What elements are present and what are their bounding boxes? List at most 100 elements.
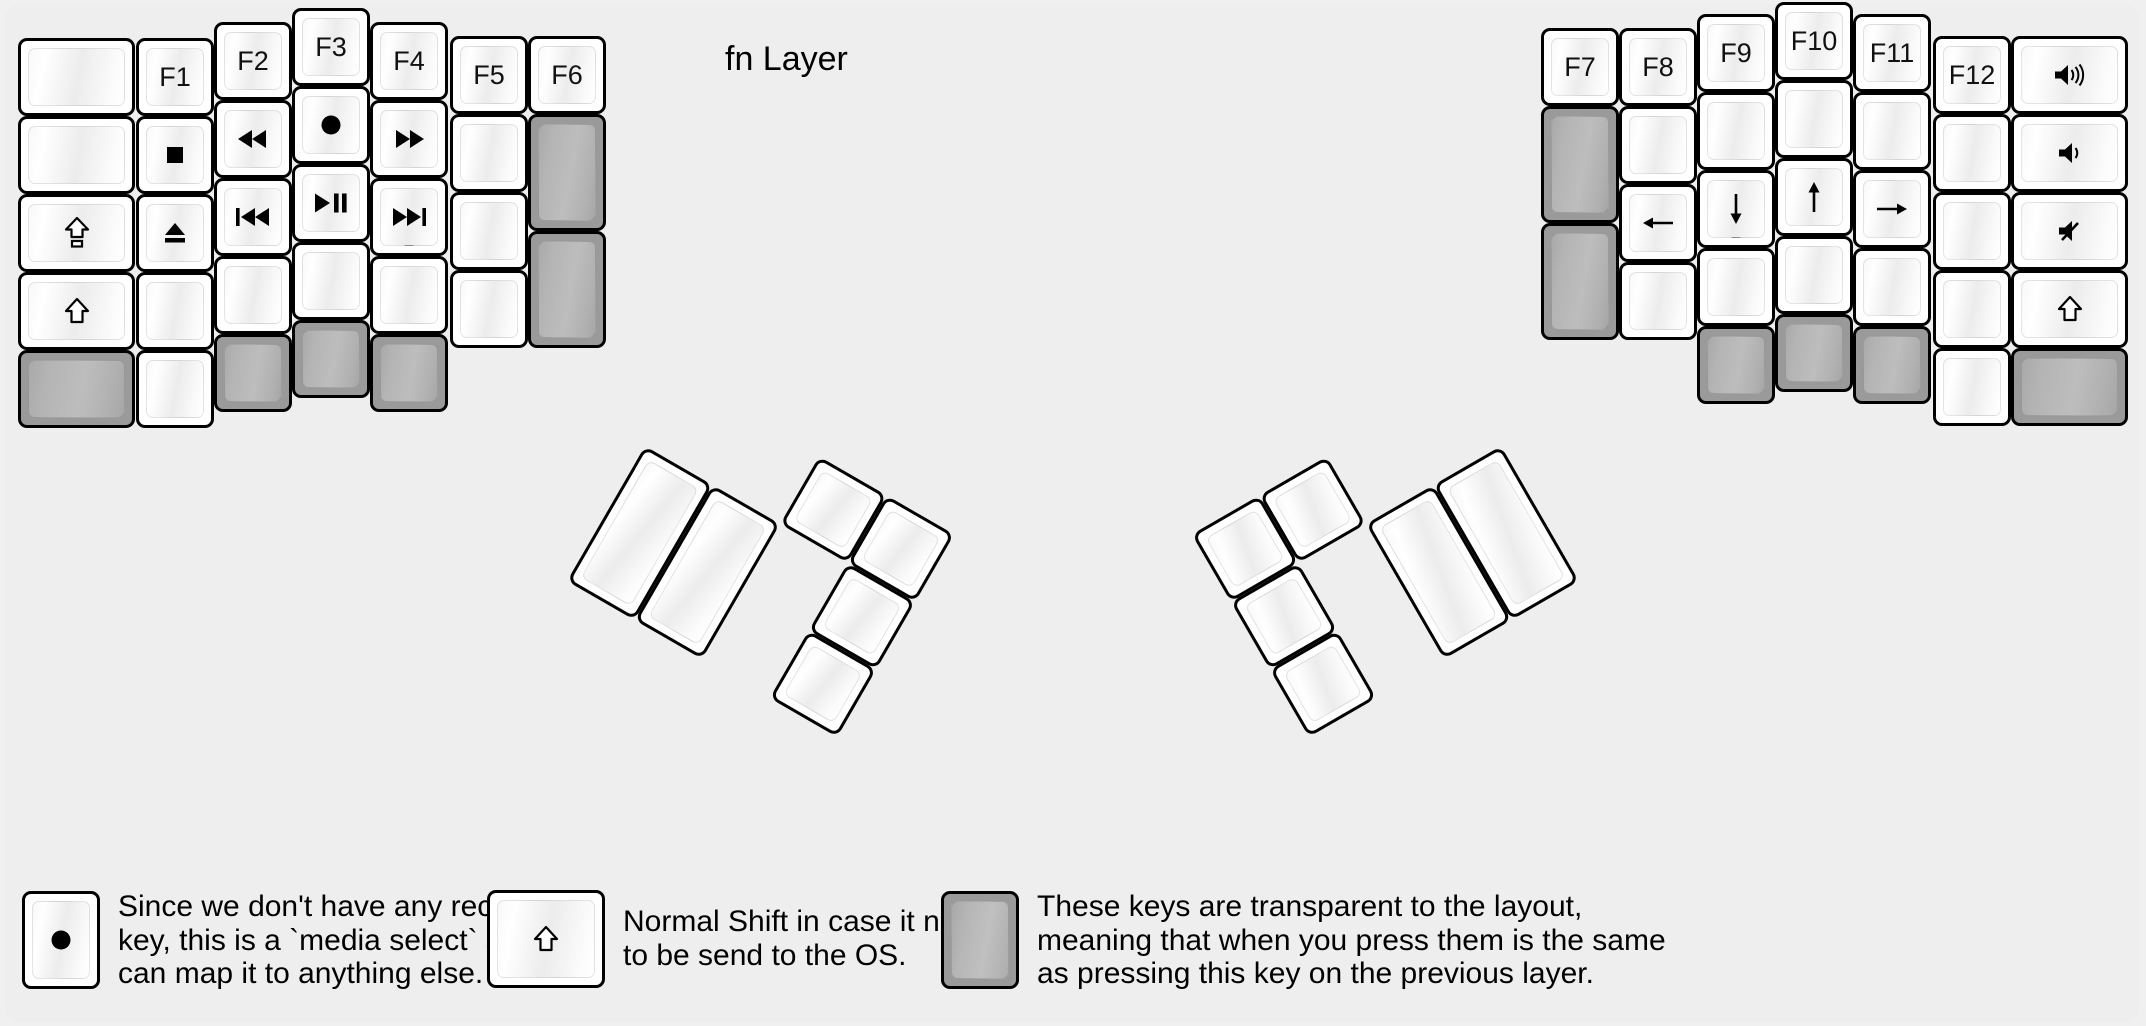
left-inner-key-2[interactable]: [450, 192, 528, 270]
left-ring-key-3[interactable]: [214, 256, 292, 334]
keycap-face: [538, 124, 596, 221]
right-pinky-key-0[interactable]: F12: [1933, 36, 2011, 114]
left-index-key-3[interactable]: [370, 256, 448, 334]
page-title: fn Layer: [725, 40, 848, 78]
keycap-face: [1785, 168, 1843, 226]
left-inner-most-key-0[interactable]: F6: [528, 36, 606, 114]
right-pinky-key-2[interactable]: [1933, 192, 2011, 270]
left-inner-most-key-2[interactable]: [528, 231, 606, 348]
keycap-face: [822, 576, 902, 656]
right-inner-most-key-2[interactable]: [1541, 223, 1619, 340]
volume-down-icon: [2056, 140, 2084, 166]
right-inner-most-key-0[interactable]: F7: [1541, 28, 1619, 106]
right-ring-key-2[interactable]: [1853, 170, 1931, 248]
shift-icon: [533, 924, 559, 954]
keycap-face: [1863, 180, 1921, 238]
left-pinky-outer-key-2[interactable]: [18, 194, 135, 272]
keycap-face: F9: [1707, 24, 1765, 82]
left-middle-key-4[interactable]: [292, 320, 370, 398]
legend-text: Normal Shift in case it needs to be send…: [623, 905, 1005, 972]
right-pinky-key-1[interactable]: [1933, 114, 2011, 192]
left-pinky-outer-key-3[interactable]: [18, 272, 135, 350]
right-ring-key-1[interactable]: [1853, 92, 1931, 170]
keycap-face: [302, 174, 360, 232]
legend-key-transparent: [941, 891, 1019, 990]
keycap-face: [380, 188, 438, 246]
rewind-icon: [236, 126, 270, 152]
keycap-face: [224, 344, 282, 402]
keycap-face: [2021, 280, 2118, 338]
left-pinky-key-2[interactable]: [136, 194, 214, 272]
left-ring-key-2[interactable]: [214, 178, 292, 256]
left-ring-key-1[interactable]: [214, 100, 292, 178]
keycap-face: [2021, 358, 2118, 416]
left-ring-key-0[interactable]: F2: [214, 22, 292, 100]
right-pinky-key-4[interactable]: [1933, 348, 2011, 426]
left-middle-key-0[interactable]: F3: [292, 8, 370, 86]
play-pause-icon: [313, 190, 349, 216]
stop-icon: [160, 140, 190, 170]
left-pinky-key-4[interactable]: [136, 350, 214, 428]
right-middle-key-4[interactable]: [1775, 314, 1853, 392]
right-index-key-0[interactable]: F9: [1697, 14, 1775, 92]
right-ring-key-4[interactable]: [1853, 326, 1931, 404]
keycap-face: [28, 126, 125, 184]
keycap-sublabel: _: [404, 230, 414, 247]
right-index-key-1[interactable]: [1697, 92, 1775, 170]
right-index-key-3[interactable]: [1697, 248, 1775, 326]
left-index-key-2[interactable]: _: [370, 178, 448, 256]
left-pinky-key-0[interactable]: F1: [136, 38, 214, 116]
left-middle-key-2[interactable]: [292, 164, 370, 242]
right-pinky-outer-key-4[interactable]: [2011, 348, 2128, 426]
right-pinky-key-3[interactable]: [1933, 270, 2011, 348]
left-pinky-key-1[interactable]: [136, 116, 214, 194]
left-pinky-key-3[interactable]: [136, 272, 214, 350]
right-pinky-outer-key-0[interactable]: [2011, 36, 2128, 114]
left-inner-key-0[interactable]: F5: [450, 36, 528, 114]
left-inner-key-1[interactable]: [450, 114, 528, 192]
keycap-face: F12: [1943, 46, 2001, 104]
right-ring-key-0[interactable]: F11: [1853, 14, 1931, 92]
right-pinky-outer-key-1[interactable]: [2011, 114, 2128, 192]
right-inner-key-1[interactable]: [1619, 106, 1697, 184]
legend-item-normal-shift: Normal Shift in case it needs to be send…: [487, 890, 1005, 988]
left-middle-key-1[interactable]: [292, 86, 370, 164]
keycap-face: [1863, 336, 1921, 394]
keycap-face: [1551, 233, 1609, 330]
keycap-face: [861, 509, 941, 589]
keycap-face: [1707, 102, 1765, 160]
right-middle-key-2[interactable]: [1775, 158, 1853, 236]
left-index-key-4[interactable]: [370, 334, 448, 412]
right-inner-key-3[interactable]: [1619, 262, 1697, 340]
keycap-face: F1: [146, 48, 204, 106]
legend-item-transparent: These keys are transparent to the layout…: [941, 890, 1666, 991]
left-pinky-outer-key-4[interactable]: [18, 350, 135, 428]
left-index-key-0[interactable]: F4: [370, 22, 448, 100]
right-inner-key-0[interactable]: F8: [1619, 28, 1697, 106]
keycap-sublabel: _: [1731, 222, 1741, 239]
right-inner-key-2[interactable]: [1619, 184, 1697, 262]
right-middle-key-0[interactable]: F10: [1775, 2, 1853, 80]
left-middle-key-3[interactable]: [292, 242, 370, 320]
left-inner-most-key-1[interactable]: [528, 114, 606, 231]
arrow-left-icon: [1641, 210, 1675, 236]
right-index-key-2[interactable]: _: [1697, 170, 1775, 248]
left-pinky-outer-key-0[interactable]: [18, 38, 135, 116]
left-inner-key-3[interactable]: [450, 270, 528, 348]
keycap-face: [146, 360, 204, 418]
right-pinky-outer-key-3[interactable]: [2011, 270, 2128, 348]
right-inner-most-key-1[interactable]: [1541, 106, 1619, 223]
left-index-key-1[interactable]: [370, 100, 448, 178]
left-ring-key-4[interactable]: [214, 334, 292, 412]
right-middle-key-1[interactable]: [1775, 80, 1853, 158]
keycap-face: [2021, 124, 2118, 182]
left-pinky-outer-key-1[interactable]: [18, 116, 135, 194]
keycap-label: F11: [1869, 37, 1915, 68]
keycap-face: [1785, 90, 1843, 148]
right-pinky-outer-key-2[interactable]: [2011, 192, 2128, 270]
keycap-face: F11: [1863, 24, 1921, 82]
right-index-key-4[interactable]: [1697, 326, 1775, 404]
right-ring-key-3[interactable]: [1853, 248, 1931, 326]
media-select-shift-icon: [64, 216, 90, 250]
right-middle-key-3[interactable]: [1775, 236, 1853, 314]
